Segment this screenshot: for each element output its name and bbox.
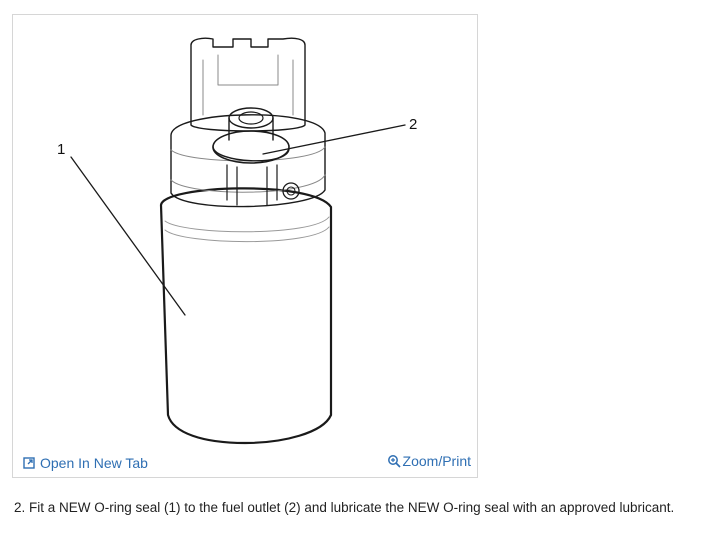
zoom-icon <box>387 454 401 468</box>
open-in-new-tab-link[interactable]: Open In New Tab <box>23 455 148 471</box>
open-in-new-tab-icon <box>23 457 35 469</box>
callout-1: 1 <box>57 141 66 158</box>
fuel-pump-illustration <box>70 37 406 445</box>
figure-footer: Open In New Tab Zoom/Print <box>13 451 477 477</box>
open-in-new-tab-label: Open In New Tab <box>40 455 148 471</box>
zoom-print-link[interactable]: Zoom/Print <box>387 453 471 469</box>
zoom-print-label: Zoom/Print <box>402 453 471 469</box>
callout-2: 2 <box>409 116 418 133</box>
instruction-step: 2. Fit a NEW O-ring seal (1) to the fuel… <box>14 500 675 515</box>
figure-frame: 1 2 Open In New Tab Zoom/Print <box>12 14 478 478</box>
